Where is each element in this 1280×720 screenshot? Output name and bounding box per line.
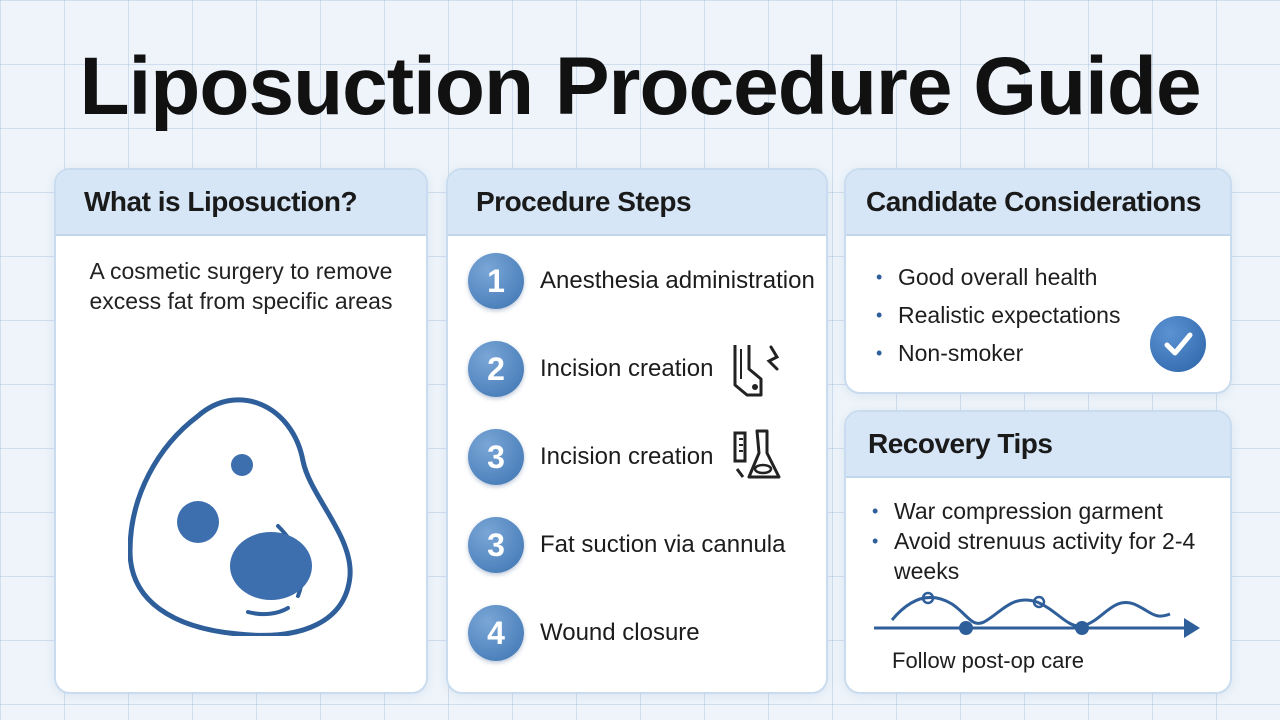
- procedure-steps-card: Procedure Steps 1 Anesthesia administrat…: [446, 168, 828, 694]
- list-item: •Avoid strenuus activity for 2-4 weeks: [872, 528, 1196, 584]
- step-label: Wound closure: [540, 619, 700, 646]
- what-is-heading: What is Liposuction?: [56, 170, 426, 236]
- step-label: Fat suction via cannula: [540, 531, 786, 558]
- step-label: Anesthesia administration: [540, 267, 815, 294]
- checkmark-icon: [1150, 316, 1206, 372]
- candidate-list: •Good overall health •Realistic expectat…: [876, 258, 1120, 372]
- list-item: •Realistic expectations: [876, 302, 1121, 328]
- recovery-timeline-icon: [874, 591, 1200, 638]
- candidate-considerations-card: Candidate Considerations •Good overall h…: [844, 168, 1232, 394]
- what-is-description: A cosmetic surgery to remove excess fat …: [89, 258, 393, 314]
- step-number-badge: 3: [468, 429, 524, 485]
- beaker-icon: [733, 429, 781, 479]
- step-label: Incision creation: [540, 355, 714, 382]
- fat-cell-icon: [128, 397, 353, 636]
- step-label: Incision creation: [540, 443, 714, 470]
- recovery-tips-card: Recovery Tips •War compression garment •…: [844, 410, 1232, 694]
- step-item: 1 Anesthesia administration: [468, 252, 815, 310]
- page-title: Liposuction Procedure Guide: [79, 41, 1201, 132]
- list-item: •Non-smoker: [876, 340, 1024, 366]
- step-item: 3 Fat suction via cannula: [468, 516, 785, 574]
- candidate-considerations-heading: Candidate Considerations: [846, 170, 1230, 236]
- list-item: •Good overall health: [876, 264, 1098, 290]
- step-item: 2 Incision creation: [468, 340, 787, 398]
- recovery-tips-heading: Recovery Tips: [846, 412, 1230, 478]
- step-number-badge: 4: [468, 605, 524, 661]
- list-item: •War compression garment: [872, 498, 1163, 524]
- step-number-badge: 2: [468, 341, 524, 397]
- follow-up-note: Follow post-op care: [892, 648, 1084, 673]
- step-item: 4 Wound closure: [468, 604, 700, 662]
- step-number-badge: 1: [468, 253, 524, 309]
- recovery-list: •War compression garment •Avoid strenuus…: [872, 496, 1212, 586]
- what-is-card: What is Liposuction? A cosmetic surgery …: [54, 168, 428, 694]
- procedure-steps-heading: Procedure Steps: [448, 170, 826, 236]
- surgical-tool-icon: [733, 345, 780, 397]
- step-item: 3 Incision creation: [468, 428, 787, 486]
- step-number-badge: 3: [468, 517, 524, 573]
